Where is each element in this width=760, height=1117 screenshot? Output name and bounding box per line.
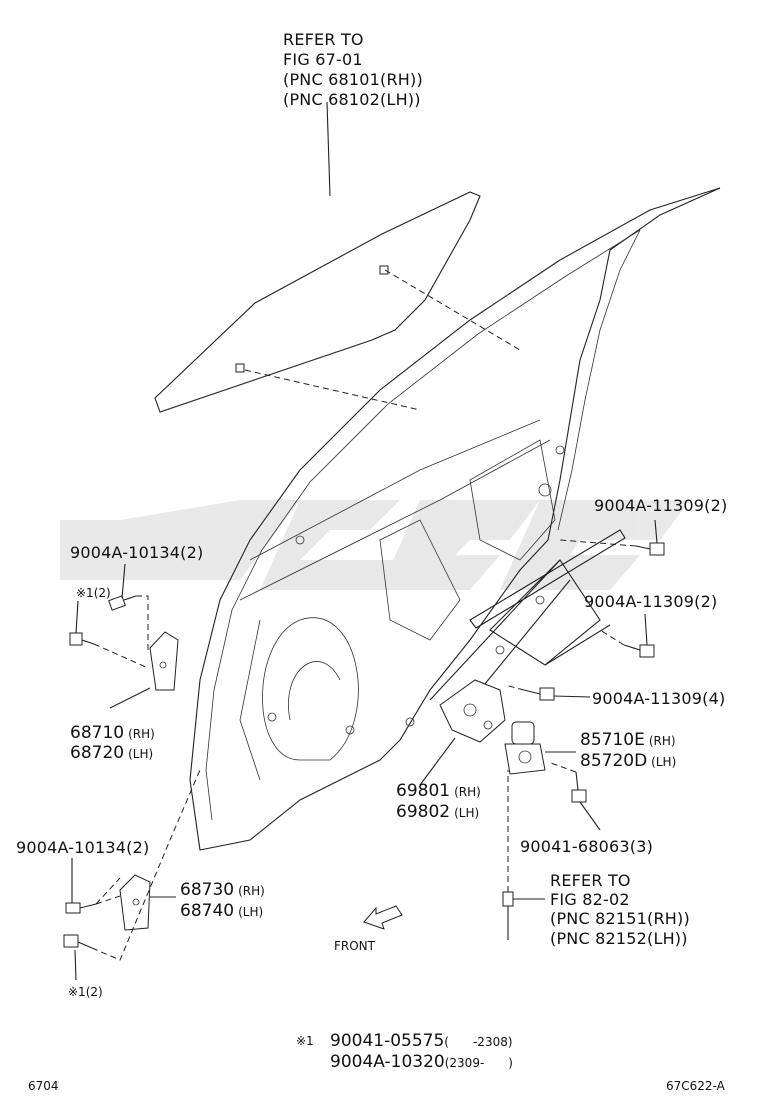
bolt-lower-hinge-2 [63, 934, 93, 949]
bolt-upper-hinge [108, 595, 137, 611]
switch-ref-line4: (PNC 82152(LH)) [550, 929, 688, 948]
glass-clip-lower [235, 363, 245, 373]
switch-ref-line2: FIG 82-02 [550, 890, 630, 909]
screw-motor [571, 771, 587, 803]
note-lower: ※1(2) [68, 985, 103, 999]
bolt-lower-hinge [65, 902, 97, 914]
footnote-part1: 90041-05575( -2308) [330, 1031, 513, 1051]
callout-lock-rh: 69801(RH) [396, 781, 481, 801]
callout-motor-rh: 85710E(RH) [580, 730, 676, 750]
glass-reference-note: REFER TO FIG 67-01 (PNC 68101(RH)) (PNC … [283, 30, 423, 109]
window-switch-connector [502, 891, 514, 940]
footer-left-code: 6704 [28, 1079, 59, 1093]
callout-bolt-regulator-3: 9004A-11309(4) [592, 689, 725, 708]
callout-lower-hinge-lh: 68740(LH) [180, 901, 263, 921]
glass-ref-line3: (PNC 68101(RH)) [283, 70, 423, 89]
bolt-upper-hinge-2 [69, 632, 95, 646]
door-lock-assembly [439, 679, 506, 743]
watermark-logo [60, 500, 690, 590]
callout-bolt-regulator-1: 9004A-11309(2) [594, 496, 727, 515]
glass-ref-line1: REFER TO [283, 30, 364, 49]
front-arrow-icon [363, 905, 403, 930]
switch-reference-note: REFER TO FIG 82-02 (PNC 82151(RH)) (PNC … [550, 871, 690, 948]
regulator-motor [504, 721, 546, 775]
footer-right-code: 67C622-A [666, 1079, 726, 1093]
upper-hinge [149, 631, 179, 691]
door-panel [189, 187, 721, 851]
glass-ref-line2: FIG 67-01 [283, 50, 363, 69]
footnote-mark: ※1 [296, 1034, 314, 1048]
bolt-regulator-3 [523, 687, 555, 701]
footnote-part2: 9004A-10320(2309- ) [330, 1052, 513, 1072]
note-upper: ※1(2) [76, 586, 111, 600]
bolt-regulator-2 [623, 644, 655, 658]
bolt-regulator-1 [635, 542, 665, 556]
callout-upper-hinge-rh: 68710(RH) [70, 723, 155, 743]
window-regulator [429, 529, 626, 701]
lower-hinge [119, 874, 151, 931]
footnote: ※1 90041-05575( -2308) 9004A-10320(2309-… [296, 1031, 513, 1072]
lock-leader [419, 737, 456, 786]
callout-upper-hinge-lh: 68720(LH) [70, 743, 153, 763]
callout-bolt-upper-hinge: 9004A-10134(2) [70, 543, 203, 562]
callout-bolt-regulator-2: 9004A-11309(2) [584, 592, 717, 611]
callout-screw-motor: 90041-68063(3) [520, 837, 653, 856]
front-label: FRONT [334, 939, 376, 953]
door-glass [154, 191, 481, 413]
callout-lock-lh: 69802(LH) [396, 802, 479, 822]
switch-ref-line1: REFER TO [550, 871, 631, 890]
glass-ref-line4: (PNC 68102(LH)) [283, 90, 421, 109]
callout-motor-lh: 85720D(LH) [580, 751, 676, 771]
glass-clip-upper [379, 265, 389, 275]
glass-leader [326, 101, 331, 197]
callout-bolt-lower-hinge: 9004A-10134(2) [16, 838, 149, 857]
switch-ref-line3: (PNC 82151(RH)) [550, 909, 690, 928]
callout-lower-hinge-rh: 68730(RH) [180, 880, 265, 900]
